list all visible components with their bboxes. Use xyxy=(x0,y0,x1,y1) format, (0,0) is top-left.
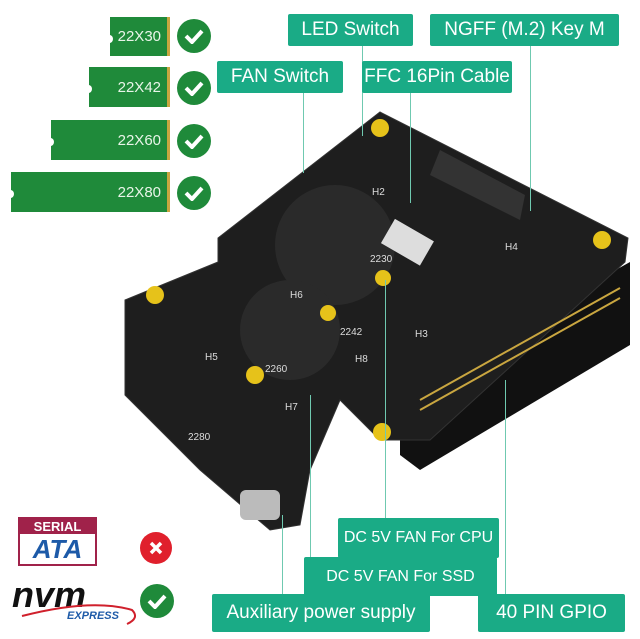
leader-line xyxy=(530,46,531,211)
callout-led-switch: LED Switch xyxy=(288,14,413,46)
svg-text:H5: H5 xyxy=(205,352,218,363)
svg-text:2280: 2280 xyxy=(188,432,211,443)
callout-fan-cpu: DC 5V FAN For CPU xyxy=(338,518,499,558)
check-icon xyxy=(177,71,211,105)
callout-fan-ssd: DC 5V FAN For SSD xyxy=(304,557,497,596)
check-icon xyxy=(177,176,211,210)
callout-ngff: NGFF (M.2) Key M xyxy=(430,14,619,46)
ssd-card-2242: 22X42 xyxy=(85,67,170,107)
svg-text:H2: H2 xyxy=(372,187,385,198)
pcb xyxy=(124,111,629,531)
svg-text:2242: 2242 xyxy=(340,327,363,338)
ssd-card-2230: 22X30 xyxy=(106,17,170,56)
callout-fan-switch: FAN Switch xyxy=(217,61,343,93)
ssd-card-2280: 22X80 xyxy=(7,172,170,212)
ssd-size-label: 22X80 xyxy=(117,183,161,201)
check-icon xyxy=(140,584,174,618)
svg-text:H4: H4 xyxy=(505,242,518,253)
ssd-card-2260: 22X60 xyxy=(47,120,170,160)
x-icon xyxy=(140,532,172,564)
svg-text:H8: H8 xyxy=(355,354,368,365)
callout-gpio: 40 PIN GPIO xyxy=(478,594,625,632)
ssd-size-label: 22X30 xyxy=(117,28,161,45)
ssd-size-label: 22X60 xyxy=(117,131,161,149)
leader-line xyxy=(303,93,304,173)
callout-aux-power: Auxiliary power supply xyxy=(212,594,430,632)
cpu-fan xyxy=(275,185,395,305)
svg-text:H7: H7 xyxy=(285,402,298,413)
svg-text:H6: H6 xyxy=(290,290,303,301)
sata-logo: SERIAL ATA xyxy=(18,517,97,566)
svg-text:2260: 2260 xyxy=(265,364,288,375)
leader-line xyxy=(282,515,283,594)
svg-text:2230: 2230 xyxy=(370,254,393,265)
ssd-fan xyxy=(240,280,340,380)
svg-text:H3: H3 xyxy=(415,329,428,340)
leader-line xyxy=(385,280,386,518)
leader-line xyxy=(410,93,411,203)
ssd-size-label: 22X42 xyxy=(117,78,161,96)
leader-line xyxy=(310,395,311,557)
usb-c-port xyxy=(240,490,280,520)
check-icon xyxy=(177,19,211,53)
callout-ffc-cable: FFC 16Pin Cable xyxy=(362,61,512,93)
ffc-connector xyxy=(380,218,434,266)
check-icon xyxy=(177,124,211,158)
leader-line xyxy=(505,380,506,594)
nvme-logo: nvm EXPRESS xyxy=(12,577,137,626)
m2-connector xyxy=(430,150,525,220)
